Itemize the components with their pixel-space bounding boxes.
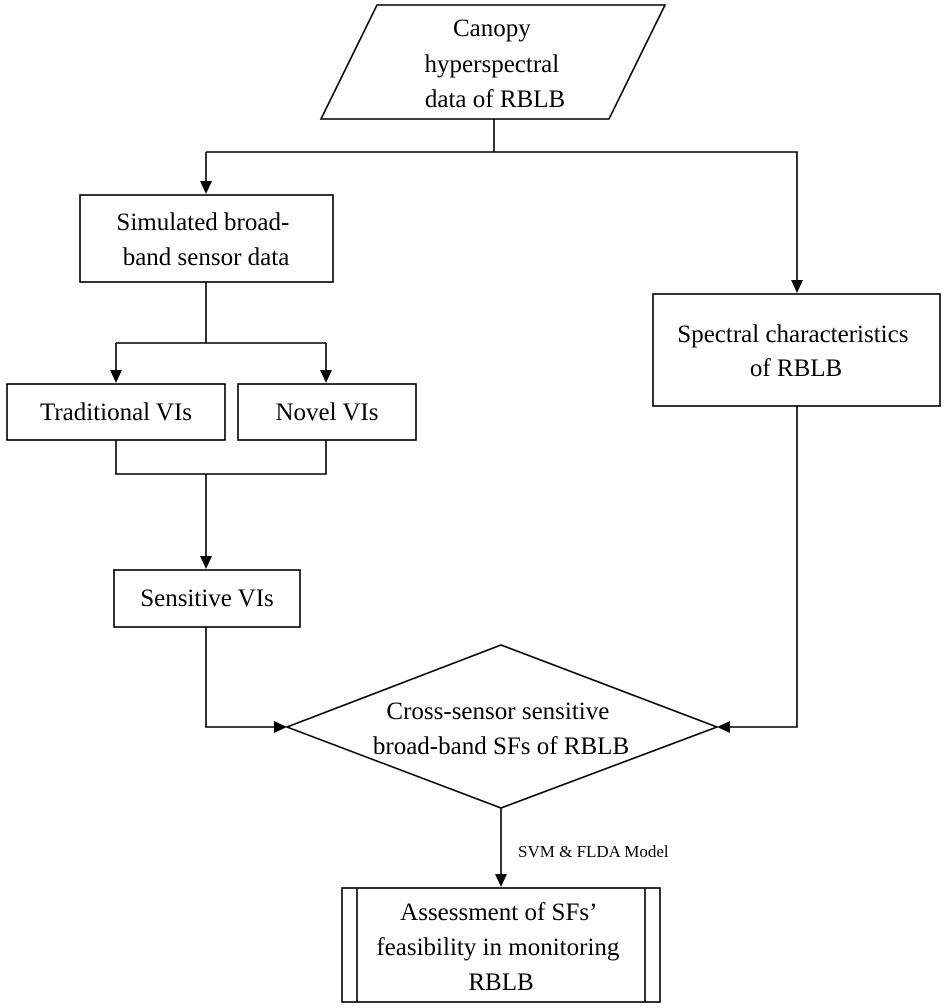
parallelogram-shape (319, 4, 667, 120)
node-assessment: Assessment of SFs’ feasibility in monito… (341, 887, 661, 1003)
node-cross-sensor-sfs-label: Cross-sensor sensitive broad-band SFs of… (373, 698, 629, 760)
node-novel-vis-label: Novel VIs (275, 399, 378, 426)
node-simulated-data: Simulated broad- band sensor data (79, 194, 334, 283)
arrowhead-simulated-data (200, 181, 212, 194)
node-novel-vis: Novel VIs (237, 383, 417, 441)
edge-label-svm-flda: SVM & FLDA Model (518, 842, 669, 861)
edge-input-to-spectral-characteristics (494, 151, 798, 280)
arrowhead-cross-sensor-left (274, 721, 287, 733)
node-sensitive-vis-label: Sensitive VIs (140, 585, 274, 612)
edge-spectral-to-cross-sensor (730, 406, 798, 728)
arrowhead-assessment (495, 874, 507, 887)
edge-input-to-simulated-data (205, 151, 494, 181)
diamond-shape (284, 644, 720, 809)
node-simulated-data-label: Simulated broad- band sensor data (116, 209, 295, 271)
arrowhead-novel-vis (320, 370, 332, 383)
arrowhead-cross-sensor-right (717, 721, 730, 733)
arrowhead-traditional-vis (110, 370, 122, 383)
connectors: SVM & FLDA Model (110, 119, 803, 887)
node-sensitive-vis: Sensitive VIs (113, 569, 301, 628)
node-cross-sensor-sfs: Cross-sensor sensitive broad-band SFs of… (284, 644, 720, 809)
edge-vis-to-sensitive-vis (115, 440, 327, 556)
node-input-data-label: Canopy hyperspectral data of RBLB (425, 15, 566, 113)
arrowhead-sensitive-vis (200, 556, 212, 569)
edge-simulated-to-vi-split (115, 282, 327, 370)
node-traditional-vis-label: Traditional VIs (40, 399, 192, 426)
node-input-data: Canopy hyperspectral data of RBLB (319, 4, 667, 120)
node-spectral-characteristics: Spectral characteristics of RBLB (652, 293, 941, 407)
edge-sensitive-vis-to-cross-sensor (205, 627, 274, 728)
rectangle-shape (79, 194, 334, 283)
arrowhead-spectral-characteristics (791, 280, 803, 293)
node-assessment-label: Assessment of SFs’ feasibility in monito… (376, 899, 625, 996)
predefined-process-shape (341, 887, 661, 1003)
rectangle-shape (6, 383, 226, 441)
node-traditional-vis: Traditional VIs (6, 383, 226, 441)
rectangle-shape (652, 293, 941, 407)
node-spectral-characteristics-label: Spectral characteristics of RBLB (677, 321, 914, 382)
rectangle-shape (113, 569, 301, 628)
rectangle-shape (237, 383, 417, 441)
